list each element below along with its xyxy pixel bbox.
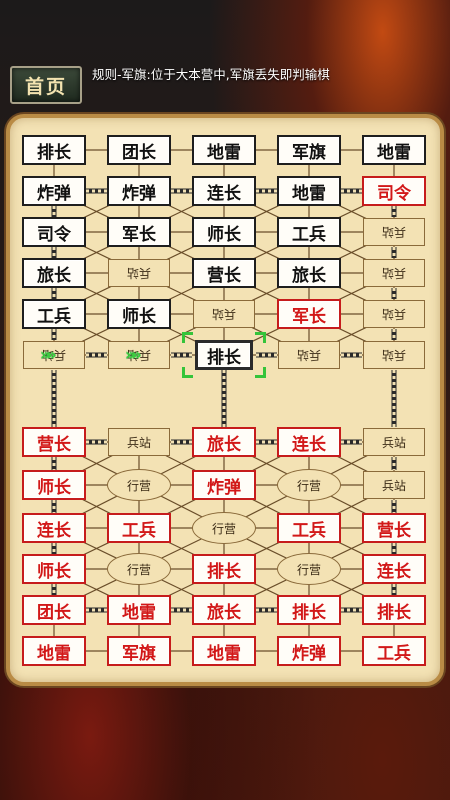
game-board: 排长团长地雷军旗地雷炸弹炸弹连长地雷司令司令军长师长工兵兵站旅长兵站营长旅长兵站… <box>6 114 444 686</box>
black-piece[interactable]: 工兵 <box>277 217 341 247</box>
red-piece[interactable]: 营长 <box>22 427 86 457</box>
camp-label: 行营 <box>296 478 321 493</box>
red-piece[interactable]: 排长 <box>362 595 426 625</box>
red-piece[interactable]: 师长 <box>22 554 86 584</box>
red-piece[interactable]: 军旗 <box>107 636 171 666</box>
red-piece[interactable]: 旅长 <box>192 595 256 625</box>
station[interactable]: 兵站 <box>363 471 425 499</box>
camp-label: 行营 <box>126 562 151 577</box>
station-move-target[interactable]: 兵站»» <box>108 341 170 369</box>
red-piece[interactable]: 炸弹 <box>192 470 256 500</box>
station-move-target[interactable]: 兵站»» <box>23 341 85 369</box>
station-label: 兵站 <box>381 306 406 321</box>
red-piece[interactable]: 地雷 <box>22 636 86 666</box>
red-piece[interactable]: 司令 <box>362 176 426 206</box>
move-arrow-icon: »» <box>40 345 57 364</box>
red-piece[interactable]: 旅长 <box>192 427 256 457</box>
black-piece[interactable]: 炸弹 <box>107 176 171 206</box>
black-piece[interactable]: 工兵 <box>22 299 86 329</box>
red-piece[interactable]: 工兵 <box>277 513 341 543</box>
red-piece[interactable]: 连长 <box>362 554 426 584</box>
red-piece[interactable]: 排长 <box>277 595 341 625</box>
camp-label: 行营 <box>211 521 236 536</box>
station-label: 兵站 <box>296 347 321 362</box>
station[interactable]: 兵站 <box>363 300 425 328</box>
black-piece[interactable]: 营长 <box>192 258 256 288</box>
black-piece[interactable]: 连长 <box>192 176 256 206</box>
black-piece[interactable]: 师长 <box>107 299 171 329</box>
station[interactable]: 兵站 <box>108 259 170 287</box>
black-piece[interactable]: 司令 <box>22 217 86 247</box>
selected-piece[interactable]: 排长 <box>195 340 253 370</box>
red-piece[interactable]: 连长 <box>22 513 86 543</box>
station[interactable]: 兵站 <box>363 218 425 246</box>
red-piece[interactable]: 军长 <box>277 299 341 329</box>
red-piece[interactable]: 工兵 <box>107 513 171 543</box>
station[interactable]: 兵站 <box>363 341 425 369</box>
red-piece[interactable]: 炸弹 <box>277 636 341 666</box>
black-piece[interactable]: 旅长 <box>277 258 341 288</box>
station-label: 兵站 <box>126 265 151 280</box>
red-piece[interactable]: 团长 <box>22 595 86 625</box>
station-label: 兵站 <box>211 306 236 321</box>
black-piece[interactable]: 地雷 <box>192 135 256 165</box>
camp[interactable]: 行营 <box>277 469 341 501</box>
station[interactable]: 兵站 <box>278 341 340 369</box>
black-piece[interactable]: 团长 <box>107 135 171 165</box>
camp[interactable]: 行营 <box>277 553 341 585</box>
camp-label: 行营 <box>126 478 151 493</box>
red-piece[interactable]: 工兵 <box>362 636 426 666</box>
red-piece[interactable]: 地雷 <box>192 636 256 666</box>
station[interactable]: 兵站 <box>108 428 170 456</box>
red-piece[interactable]: 师长 <box>22 470 86 500</box>
rule-text: 规则-军旗:位于大本营中,军旗丢失即判输棋 <box>92 67 330 82</box>
station[interactable]: 兵站 <box>363 259 425 287</box>
black-piece[interactable]: 军长 <box>107 217 171 247</box>
station-label: 兵站 <box>381 224 406 239</box>
station-label: 兵站 <box>126 435 151 450</box>
camp[interactable]: 行营 <box>192 512 256 544</box>
station-label: 兵站 <box>381 347 406 362</box>
red-piece[interactable]: 营长 <box>362 513 426 543</box>
station-label: 兵站 <box>381 435 406 450</box>
black-piece[interactable]: 军旗 <box>277 135 341 165</box>
black-piece[interactable]: 师长 <box>192 217 256 247</box>
station[interactable]: 兵站 <box>363 428 425 456</box>
red-piece[interactable]: 排长 <box>192 554 256 584</box>
red-piece[interactable]: 连长 <box>277 427 341 457</box>
top-bar: 首页 规则-军旗:位于大本营中,军旗丢失即判输棋 <box>0 0 450 110</box>
black-piece[interactable]: 排长 <box>22 135 86 165</box>
station-label: 兵站 <box>381 265 406 280</box>
move-arrow-icon: »» <box>125 345 142 364</box>
station-label: 兵站 <box>381 478 406 493</box>
camp[interactable]: 行营 <box>107 553 171 585</box>
camp-label: 行营 <box>296 562 321 577</box>
black-piece[interactable]: 地雷 <box>362 135 426 165</box>
station[interactable]: 兵站 <box>193 300 255 328</box>
camp[interactable]: 行营 <box>107 469 171 501</box>
black-piece[interactable]: 炸弹 <box>22 176 86 206</box>
black-piece[interactable]: 地雷 <box>277 176 341 206</box>
red-piece[interactable]: 地雷 <box>107 595 171 625</box>
black-piece[interactable]: 旅长 <box>22 258 86 288</box>
home-button[interactable]: 首页 <box>10 66 82 104</box>
